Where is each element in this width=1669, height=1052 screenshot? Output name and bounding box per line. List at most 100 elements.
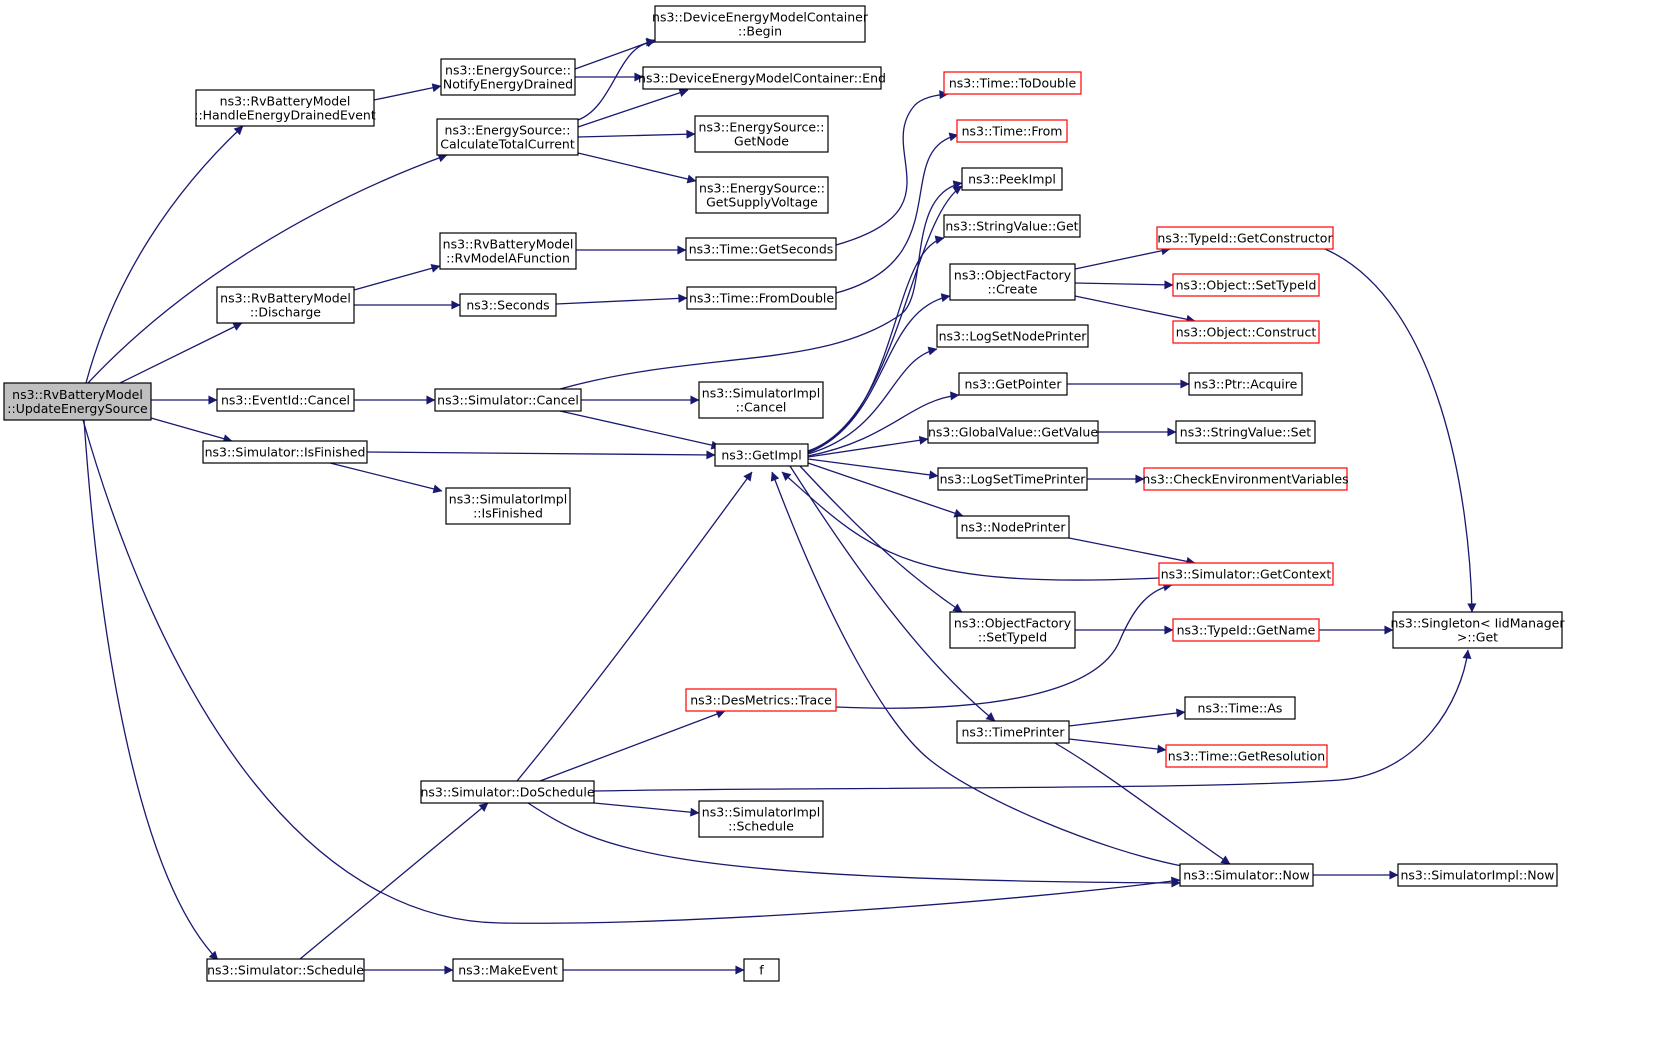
node-f[interactable]: f [743,958,780,982]
node-label-line: ns3::EnergySource:: [699,181,825,196]
edge-getimpl-to-lognode [807,346,938,455]
node-implcancel[interactable]: ns3::SimulatorImpl::Cancel [698,381,824,419]
node-gvget[interactable]: ns3::GlobalValue::GetValue [927,420,1099,444]
node-strget[interactable]: ns3::StringValue::Get [943,214,1081,238]
node-demend[interactable]: ns3::DeviceEnergyModelContainer::End [638,66,886,90]
node-checkenv[interactable]: ns3::CheckEnvironmentVariables [1142,467,1349,491]
node-label-line: ns3::CheckEnvironmentVariables [1142,472,1348,487]
edge-getimpl-to-ofsettype [799,465,963,613]
node-label-line: ns3::Time::From [962,124,1063,139]
node-box [685,688,837,712]
edge-doschedule-to-singleton [593,649,1472,792]
edge-isfinished-to-getimpl [366,450,716,460]
node-box [434,388,582,412]
node-isfinished[interactable]: ns3::Simulator::IsFinished [202,440,368,464]
node-label-line: ns3::StringValue::Set [1180,425,1311,440]
edge-doschedule-to-simnow [527,802,1181,888]
edge-path [577,129,696,139]
node-ofsettype[interactable]: ns3::ObjectFactory::SetTypeId [949,611,1076,649]
node-ofcreate[interactable]: ns3::ObjectFactory::Create [949,263,1076,301]
node-box [654,5,866,43]
node-label-line: ns3::SimulatorImpl::Now [1400,868,1554,883]
node-schedule[interactable]: ns3::Simulator::Schedule [206,958,365,982]
node-box [956,720,1070,744]
node-discharge[interactable]: ns3::RvBatteryModel::Discharge [216,286,355,324]
node-seconds[interactable]: ns3::Seconds [459,293,557,317]
edge-path [83,419,219,961]
node-label-line: ::RvModelAFunction [446,251,570,266]
node-strset[interactable]: ns3::StringValue::Set [1175,420,1316,444]
edge-path [1324,248,1477,613]
node-implnow[interactable]: ns3::SimulatorImpl::Now [1397,863,1558,887]
node-label-line: ns3::TypeId::GetName [1177,623,1316,638]
node-label-line: ns3::Simulator::Schedule [207,963,364,978]
node-getres[interactable]: ns3::Time::GetResolution [1165,744,1328,768]
node-getimpl[interactable]: ns3::GetImpl [714,443,809,467]
node-getsupply[interactable]: ns3::EnergySource::GetSupplyVoltage [695,176,829,214]
edge-root-to-isfinished [150,417,233,443]
node-label-line: ::Begin [738,24,782,39]
node-implsched[interactable]: ns3::SimulatorImpl::Schedule [698,800,824,838]
node-getseconds[interactable]: ns3::Time::GetSeconds [685,237,837,261]
node-logtime[interactable]: ns3::LogSetTimePrinter [937,467,1088,491]
node-lognode[interactable]: ns3::LogSetNodePrinter [936,324,1089,348]
node-simnow[interactable]: ns3::Simulator::Now [1179,863,1314,887]
node-box [694,115,829,153]
node-label-line: ns3::Simulator::IsFinished [205,445,366,460]
node-dembegin[interactable]: ns3::DeviceEnergyModelContainer::Begin [652,5,869,43]
node-peekimpl[interactable]: ns3::PeekImpl [961,167,1063,191]
node-handle[interactable]: ns3::RvBatteryModel::HandleEnergyDrained… [194,89,376,127]
node-rvmodel[interactable]: ns3::RvBatteryModel::RvModelAFunction [439,232,577,270]
node-implisfin[interactable]: ns3::SimulatorImpl::IsFinished [445,487,571,525]
node-box [698,800,824,838]
node-box [943,71,1082,95]
node-box [436,118,579,156]
node-label-line: ::Discharge [250,305,321,320]
node-label-line: ns3::MakeEvent [458,963,558,978]
node-root[interactable]: ns3::RvBatteryModel::UpdateEnergySource [3,382,152,421]
edge-discharge-to-rvmodel [353,263,441,291]
node-notify[interactable]: ns3::EnergySource::NotifyEnergyDrained [440,58,576,96]
node-from[interactable]: ns3::Time::From [956,119,1068,143]
node-label-line: ::HandleEnergyDrainedEvent [194,108,376,123]
node-label-line: ::IsFinished [473,506,543,521]
node-label-line: NotifyEnergyDrained [443,77,573,92]
node-timeas[interactable]: ns3::Time::As [1184,696,1296,720]
node-acquire[interactable]: ns3::Ptr::Acquire [1188,372,1303,396]
node-label-line: ns3::EnergySource:: [699,120,825,135]
node-getnode[interactable]: ns3::EnergySource::GetNode [694,115,829,153]
node-label-line: >::Get [1457,630,1498,645]
edge-path [593,802,700,817]
edge-path [577,37,656,121]
edge-path [1074,295,1196,324]
node-settypeid[interactable]: ns3::Object::SetTypeId [1172,273,1320,297]
node-box [202,440,368,464]
edge-timeprinter-to-simnow [1054,742,1231,865]
node-getname[interactable]: ns3::TypeId::GetName [1172,618,1320,642]
edge-path [577,88,689,128]
node-calc[interactable]: ns3::EnergySource::CalculateTotalCurrent [436,118,579,156]
node-label-line: ns3::RvBatteryModel [220,94,351,109]
node-getctor[interactable]: ns3::TypeId::GetConstructor [1156,226,1334,250]
node-box [440,58,576,96]
node-singleton[interactable]: ns3::Singleton< IidManager >::Get [1390,611,1565,649]
node-timeprinter[interactable]: ns3::TimePrinter [956,720,1070,744]
node-label-line: ns3::StringValue::Get [945,219,1078,234]
node-fromdouble[interactable]: ns3::Time::FromDouble [686,286,837,310]
node-box [216,388,355,412]
node-desmetrics[interactable]: ns3::DesMetrics::Trace [685,688,837,712]
node-makeevent[interactable]: ns3::MakeEvent [452,958,564,982]
edge-getimpl-to-timeprinter [789,465,996,722]
node-construct[interactable]: ns3::Object::Construct [1172,320,1320,344]
node-box [206,958,365,982]
node-getpointer[interactable]: ns3::GetPointer [958,372,1068,396]
edge-path [1074,246,1171,270]
node-simcancel[interactable]: ns3::Simulator::Cancel [434,388,582,412]
node-todouble[interactable]: ns3::Time::ToDouble [943,71,1082,95]
node-nodeprinter[interactable]: ns3::NodePrinter [956,515,1070,539]
node-label-line: f [759,963,764,978]
node-evcancel[interactable]: ns3::EventId::Cancel [216,388,355,412]
node-getcontext[interactable]: ns3::Simulator::GetContext [1158,562,1334,586]
node-doschedule[interactable]: ns3::Simulator::DoSchedule [420,780,595,804]
